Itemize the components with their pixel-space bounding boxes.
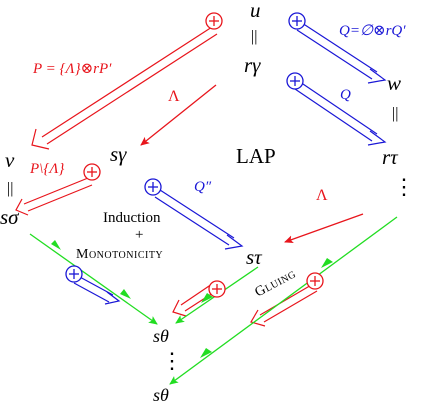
label-Q: Q [340,87,351,103]
blue-double-arrow-rgamma-to-rtau [294,81,387,146]
label-P-definition: P = {Λ}⊗rP′ [33,61,112,77]
equals-v-ssigma: || [7,180,14,197]
label-lambda-2: Λ [316,187,328,204]
green-arrow-ssigma-to-stheta [29,233,158,325]
equals-w-rtau: || [392,105,399,122]
blue-oplus-icon-4 [65,265,83,283]
label-induction: Induction [103,210,161,226]
blue-oplus-icon-2 [286,72,304,90]
term-w: w [387,71,402,95]
blue-double-arrow-u-to-w [296,22,387,84]
term-s-theta-1: sθ [153,326,169,346]
term-s-tau: sτ [246,245,262,269]
label-Q-double-prime: Q″ [194,179,212,195]
green-arrow-rtau-to-stheta-gluing [169,216,398,385]
term-s-theta-2: sθ [153,385,169,405]
red-double-arrow-gluing [250,283,318,327]
term-v: v [5,148,15,172]
term-r-tau: rτ [382,145,398,169]
term-u: u [250,0,261,22]
blue-double-arrow-sgamma-to-stau [154,189,244,250]
term-r-gamma: rγ [244,53,261,77]
label-lambda-1: Λ [168,88,180,105]
vdots-rtau: ⋮ [393,174,415,199]
red-oplus-icon-1 [205,12,223,30]
label-Q-definition: Q=∅⊗rQ′ [339,23,406,39]
red-oplus-icon-2 [83,163,101,181]
red-double-arrow-u-to-v [31,26,218,150]
term-s-sigma: sσ [0,205,19,229]
red-arrow-rgamma-to-sgamma [140,84,217,146]
blue-oplus-icon-1 [288,12,306,30]
blue-oplus-icon-3 [144,178,162,196]
label-lap: LAP [236,144,276,168]
label-monotonicity: Monotonicity [76,247,164,262]
label-plus: + [135,227,144,243]
label-P-minus-lambda: P\{Λ} [30,161,65,177]
red-double-arrow-sv-to-ssigma [15,177,93,216]
red-oplus-icon-4 [306,272,324,290]
blue-double-arrow-ssigma-to-stheta [73,275,121,305]
equals-u-rgamma: || [251,28,258,45]
term-s-gamma: sγ [110,142,127,166]
red-oplus-icon-3 [208,280,226,298]
vdots-stheta: ⋮ [161,348,183,373]
red-arrow-rtau-to-stau [284,213,364,244]
